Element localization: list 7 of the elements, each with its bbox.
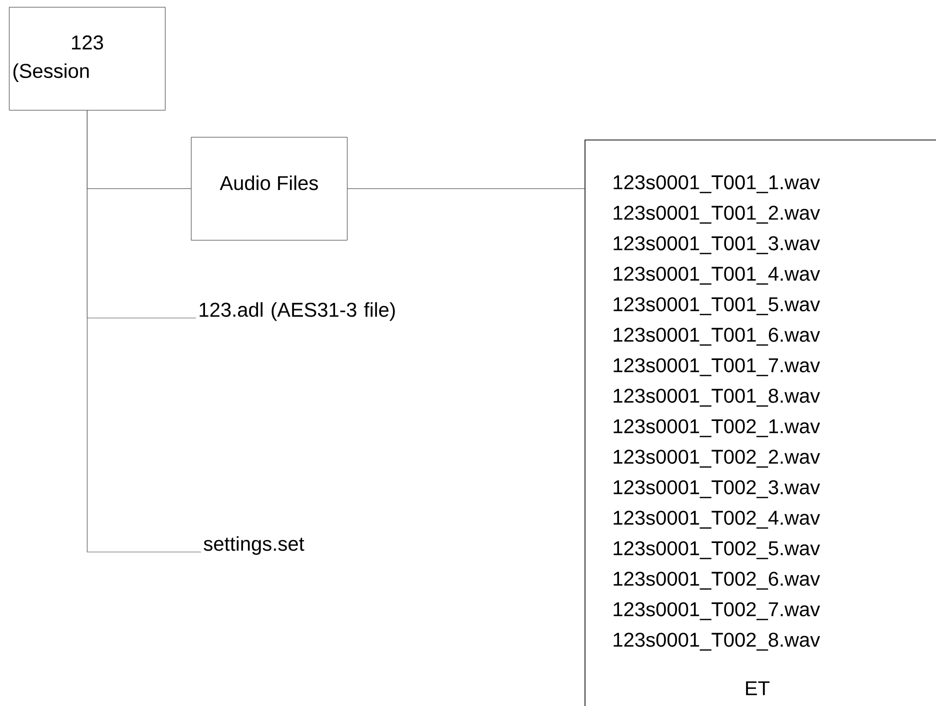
- folder-box: Audio Files: [191, 137, 348, 240]
- folder-box: 123 (Session: [9, 7, 166, 110]
- file-label: settings.set: [204, 536, 304, 555]
- connector-line: [347, 188, 586, 189]
- file-list-box: 123s0001_T001_1.wav 123s0001_T001_2.wav 123s0001_T001_3.wav 123s0001_T001_4.wav 123s0001_T001_5.wav 123s0001_T001_6.wav 123s0001_T001_7.wav 123s0001_T001_8.wav 123s0001_T002_1.wav 123s0001_T002_2.wav 123s0001_T002_3.wav 123s0001_T002_4.wav 123s0001_T002_5.wav 123s0001_T002_6.wav 123s0001_T002_7.wav 123s0001_T002_8.wav ET: [584, 140, 936, 706]
- file-label: 123.adl (AES31-3 file): [200, 302, 395, 321]
- connector-line: [86, 110, 202, 552]
